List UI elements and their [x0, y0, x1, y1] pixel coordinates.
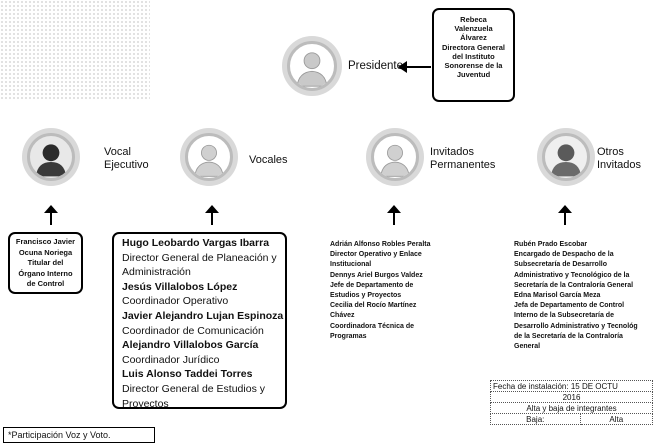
label-line: Ejecutivo	[104, 159, 149, 171]
vocal-name: Jesús Villalobos López	[122, 280, 238, 293]
participation-note: *Participación Voz y Voto.	[3, 427, 155, 443]
list-item: Desarrollo Administrativo y Tecnológ	[514, 322, 638, 330]
list-item: Administrativo y Tecnológico de la	[514, 271, 630, 279]
list-item: Jefa de Departamento de Control	[514, 302, 625, 310]
members-header-cell: Alta y baja de integrantes	[490, 402, 653, 414]
vocal-ejecutivo-label: Vocal Ejecutivo	[104, 146, 149, 172]
list-item: de la Secretaría de la Contraloría	[514, 332, 623, 340]
box-line: Francisco Javier	[15, 237, 76, 246]
box-line: Órgano Interno	[18, 268, 73, 278]
top-box-line: del Instituto	[452, 51, 495, 61]
list-item: Rubén Prado Escobar	[514, 241, 588, 248]
list-item: Encargado de Despacho de la	[514, 251, 614, 259]
list-item: General	[514, 343, 541, 351]
top-box-line: Rebeca	[460, 15, 487, 24]
up-arrow-icon	[558, 205, 572, 225]
label-line: Invitados	[430, 146, 475, 158]
vocal-name: Luis Alonso Taddei Torres	[122, 368, 253, 381]
label-line: Otros	[597, 146, 624, 158]
list-item: Secretaría de la Contraloría General	[514, 281, 634, 289]
top-box-line: Directora General	[442, 42, 505, 52]
list-item: Interno de la Subsecretaría de	[514, 312, 614, 320]
box-line: de Control	[26, 279, 65, 288]
label-line: Invitados	[597, 159, 642, 171]
up-arrow-icon	[44, 205, 58, 225]
vocales-avatar-icon	[180, 128, 238, 186]
alta-header-cell: Alta	[579, 413, 653, 425]
dotted-background	[0, 0, 150, 100]
vocales-label: Vocales	[249, 154, 288, 166]
vocal-name: Alejandro Villalobos García	[122, 339, 259, 352]
install-date-cell: Fecha de instalación: 15 DE OCTU	[490, 380, 653, 392]
list-item: Subsecretaría de Desarrollo	[514, 261, 607, 269]
list-item: Dennys Ariel Burgos Valdez	[330, 271, 423, 279]
list-item: Adrián Alfonso Robles Peralta	[330, 241, 431, 248]
baja-header-cell: Baja:	[490, 413, 581, 425]
otros-avatar-icon	[537, 128, 595, 186]
install-year-cell: 2016	[490, 391, 653, 403]
list-item: Director Operativo y Enlace	[330, 251, 422, 259]
vocal-name: Hugo Leobardo Vargas Ibarra	[122, 237, 270, 249]
list-item: Edna Marisol García Meza	[514, 292, 601, 300]
left-arrow-icon	[398, 61, 431, 73]
vocal-role: Director General de Estudios y	[122, 382, 265, 395]
up-arrow-icon	[387, 205, 401, 225]
otros-invitados-label: Otros Invitados	[597, 146, 641, 172]
vocal-name: Javier Alejandro Lujan Espinoza	[122, 309, 284, 322]
vocal-role: Coordinador de Comunicación	[122, 324, 264, 337]
list-item: Estudios y Proyectos	[330, 292, 402, 300]
president-label: Presidente	[348, 60, 403, 72]
vocal-ejecutivo-avatar-icon	[22, 128, 80, 186]
vocal-role: Coordinador Operativo	[122, 295, 229, 308]
president-avatar-icon	[282, 36, 342, 96]
vocal-ejecutivo-box: Francisco Javier Ocuna Noriega Titular d…	[8, 232, 83, 294]
list-item: Coordinadora Técnica de	[330, 322, 415, 330]
otros-invitados-list: Rubén Prado Escobar Encargado de Despach…	[514, 240, 653, 352]
top-box-line: Valenzuela	[454, 24, 493, 34]
vocal-role: Administración	[122, 266, 191, 279]
directora-box: Rebeca Valenzuela Álvarez Directora Gene…	[432, 8, 515, 102]
box-line: Titular del	[27, 258, 64, 267]
installation-table: Fecha de instalación: 15 DE OCTU 2016 Al…	[490, 380, 653, 425]
list-item: Jefe de Departamento de	[330, 281, 414, 289]
label-line: Vocal	[104, 146, 131, 158]
up-arrow-icon	[205, 205, 219, 225]
vocal-role: Proyectos	[122, 397, 169, 410]
list-item: Institucional	[330, 261, 372, 269]
top-box-line: Álvarez	[460, 33, 487, 43]
invitados-permanentes-label: Invitados Permanentes	[430, 146, 495, 172]
box-line: Ocuna Noriega	[18, 247, 73, 257]
vocal-role: Director General de Planeación y	[122, 251, 277, 264]
vocal-role: Coordinador Jurídico	[122, 353, 220, 366]
list-item: Programas	[330, 332, 367, 340]
invitados-avatar-icon	[366, 128, 424, 186]
vocales-box: Hugo Leobardo Vargas Ibarra Director Gen…	[112, 232, 287, 410]
invitados-permanentes-list: Adrián Alfonso Robles Peralta Director O…	[330, 240, 430, 342]
list-item: Cecilia del Rocío Martínez	[330, 302, 417, 310]
top-box-line: Sonorense de la	[444, 61, 503, 71]
top-box-line: Juventud	[456, 70, 491, 80]
list-item: Chávez	[330, 312, 355, 320]
label-line: Permanentes	[430, 159, 496, 171]
